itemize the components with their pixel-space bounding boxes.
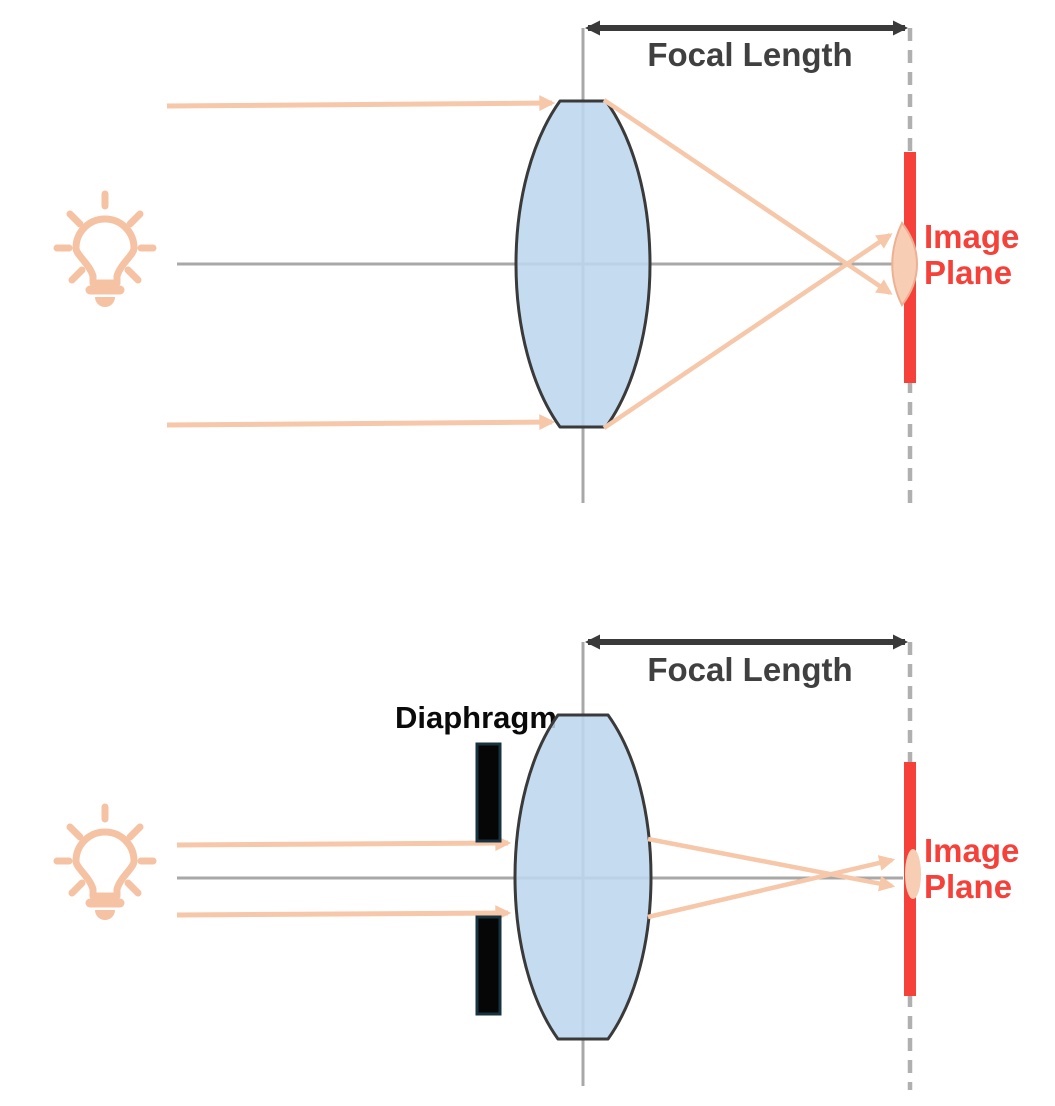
light-ray-bottom-refracted [602,233,893,430]
focused-light-glow [905,849,921,899]
light-ray-top-incoming [176,835,512,851]
light-ray-bottom-refracted [647,855,896,920]
image-plane-label-line2: Plane [924,254,1012,291]
light-ray-top-refracted [602,98,893,295]
focal-length-label: Focal Length [647,651,852,688]
panel-lens-with-diaphragm: Focal Length Diaphragm Image Plane [57,634,1019,1090]
diaphragm-top-blade [475,742,502,843]
refracted-rays [602,98,893,430]
incoming-rays [176,835,512,921]
convex-lens [513,713,653,1041]
refracted-rays [647,836,896,920]
panel-lens-only: Focal Length Image Plane [57,20,1019,505]
image-plane-label-line2: Plane [924,868,1012,905]
image-plane-label-line1: Image [924,832,1019,869]
incoming-rays [166,95,556,431]
focal-length-label: Focal Length [647,36,852,73]
light-ray-bottom-incoming [166,414,556,431]
diaphragm-bottom-blade [475,915,502,1016]
light-bulb-icon [57,194,153,307]
convex-lens [514,99,652,429]
image-plane-label-line1: Image [924,218,1019,255]
diaphragm-label: Diaphragm [395,700,557,735]
light-ray-top-incoming [166,95,556,112]
light-bulb-icon [57,807,153,920]
focused-light-glow [891,221,919,307]
light-ray-bottom-incoming [176,905,512,921]
light-ray-top-refracted [647,836,896,892]
